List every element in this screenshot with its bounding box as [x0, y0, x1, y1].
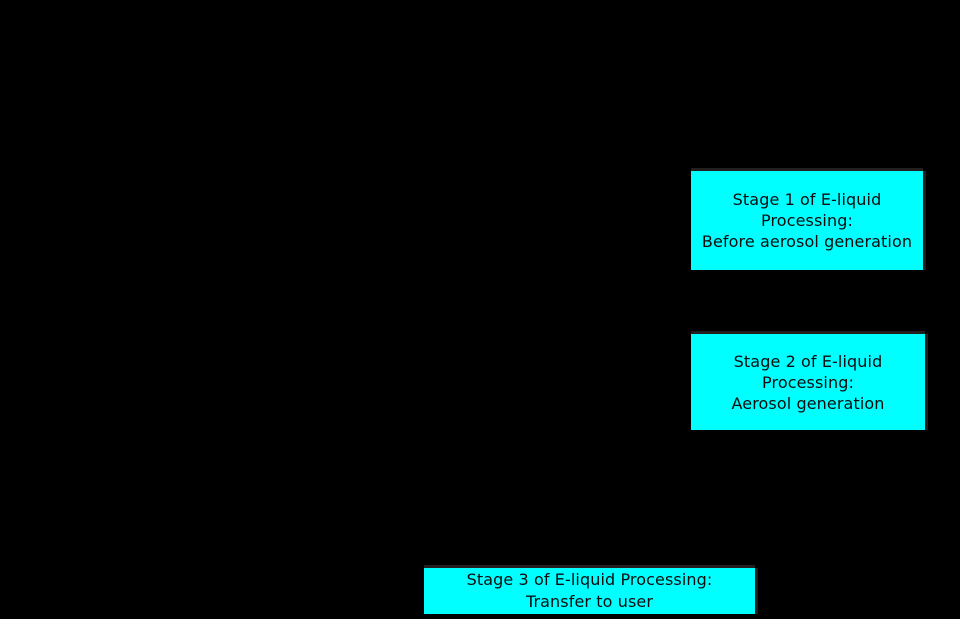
stage-3-label: Stage 3 of E-liquid Processing: Transfer… — [466, 570, 713, 611]
stage-3-box[interactable]: Stage 3 of E-liquid Processing: Transfer… — [424, 568, 755, 614]
stage-1-label: Stage 1 of E-liquid Processing: Before a… — [701, 190, 913, 251]
stage-2-box[interactable]: Stage 2 of E-liquid Processing: Aerosol … — [691, 334, 925, 430]
stage-1-box[interactable]: Stage 1 of E-liquid Processing: Before a… — [691, 171, 923, 270]
stage-2-label: Stage 2 of E-liquid Processing: Aerosol … — [731, 351, 885, 413]
